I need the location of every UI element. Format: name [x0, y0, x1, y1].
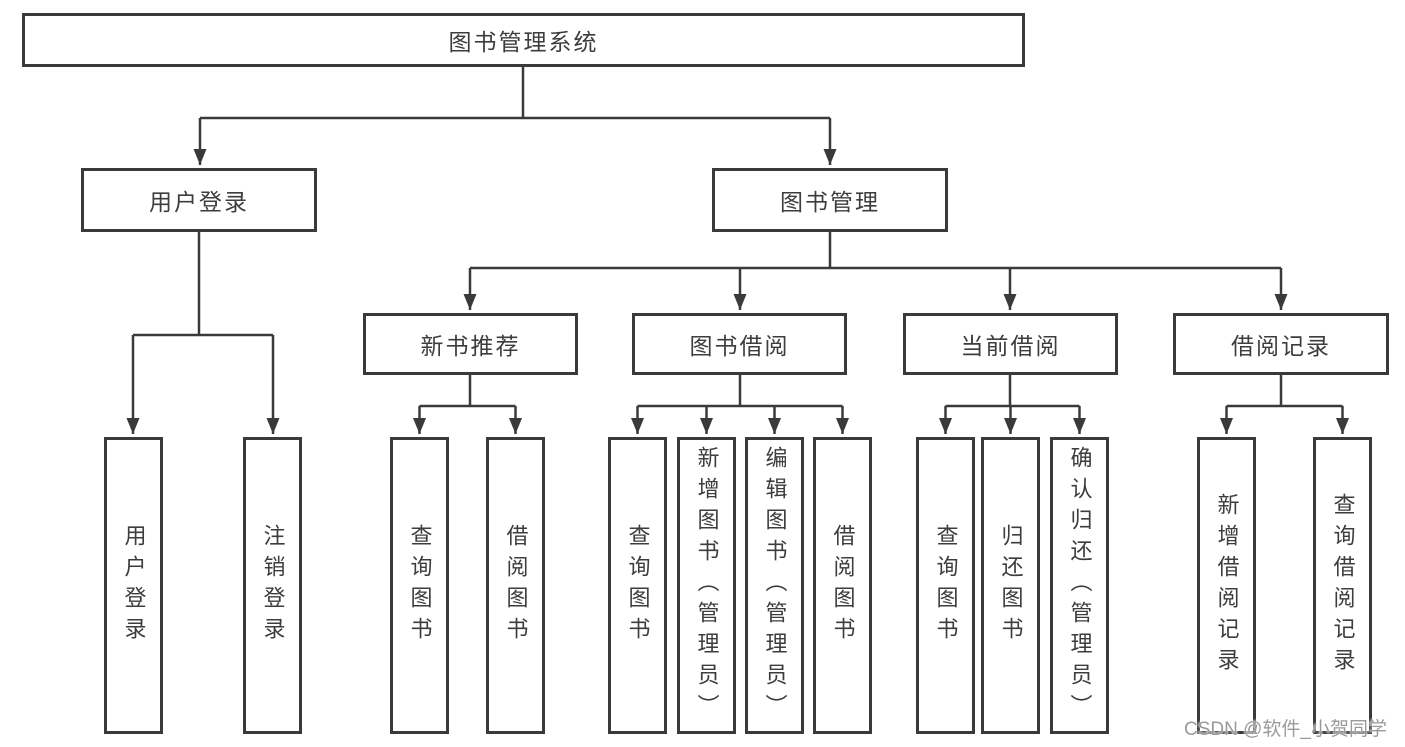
node-borrowing-records: 借阅记录 [1173, 313, 1389, 375]
node-edit-book-admin-label: 编辑图书（管理员） [762, 446, 788, 725]
node-query-books-borrowing-label: 查询图书 [625, 523, 651, 648]
node-user-login: 用户登录 [81, 168, 317, 232]
node-query-books-recommend-label: 查询图书 [407, 523, 433, 648]
node-user-login-leaf: 用户登录 [104, 437, 163, 734]
node-book-management: 图书管理 [712, 168, 948, 232]
node-add-borrow-record: 新增借阅记录 [1197, 437, 1256, 734]
node-user-login-label: 用户登录 [149, 189, 249, 215]
node-root: 图书管理系统 [22, 13, 1025, 67]
node-book-borrowing: 图书借阅 [632, 313, 847, 375]
node-borrowing-records-label: 借阅记录 [1231, 333, 1331, 359]
node-book-borrowing-label: 图书借阅 [689, 333, 790, 359]
node-new-book-recommendation: 新书推荐 [363, 313, 578, 375]
node-current-borrowing: 当前借阅 [903, 313, 1118, 375]
node-query-books-current: 查询图书 [916, 437, 975, 734]
node-query-borrow-record-label: 查询借阅记录 [1330, 492, 1356, 679]
node-borrow-books-borrowing-label: 借阅图书 [830, 523, 856, 648]
node-add-borrow-record-label: 新增借阅记录 [1214, 492, 1240, 679]
node-add-book-admin: 新增图书（管理员） [677, 437, 736, 734]
node-current-borrowing-label: 当前借阅 [960, 333, 1061, 359]
node-return-books-label: 归还图书 [998, 523, 1024, 648]
node-query-books-borrowing: 查询图书 [608, 437, 667, 734]
node-new-book-recommendation-label: 新书推荐 [420, 333, 521, 359]
node-borrow-books-recommend-label: 借阅图书 [503, 523, 529, 648]
node-user-login-leaf-label: 用户登录 [121, 523, 147, 648]
node-book-management-label: 图书管理 [780, 189, 880, 215]
node-confirm-return-admin: 确认归还（管理员） [1050, 437, 1109, 734]
node-return-books: 归还图书 [981, 437, 1040, 734]
node-query-borrow-record: 查询借阅记录 [1313, 437, 1372, 734]
node-borrow-books-recommend: 借阅图书 [486, 437, 545, 734]
node-add-book-admin-label: 新增图书（管理员） [694, 446, 720, 725]
node-query-books-recommend: 查询图书 [390, 437, 449, 734]
node-query-books-current-label: 查询图书 [933, 523, 959, 648]
node-root-label: 图书管理系统 [448, 29, 599, 55]
node-logout-label: 注销登录 [260, 523, 286, 648]
watermark-text: CSDN @软件_小贺同学 [1184, 719, 1387, 740]
node-confirm-return-admin-label: 确认归还（管理员） [1067, 446, 1093, 725]
node-borrow-books-borrowing: 借阅图书 [813, 437, 872, 734]
node-edit-book-admin: 编辑图书（管理员） [745, 437, 804, 734]
node-logout: 注销登录 [243, 437, 302, 734]
